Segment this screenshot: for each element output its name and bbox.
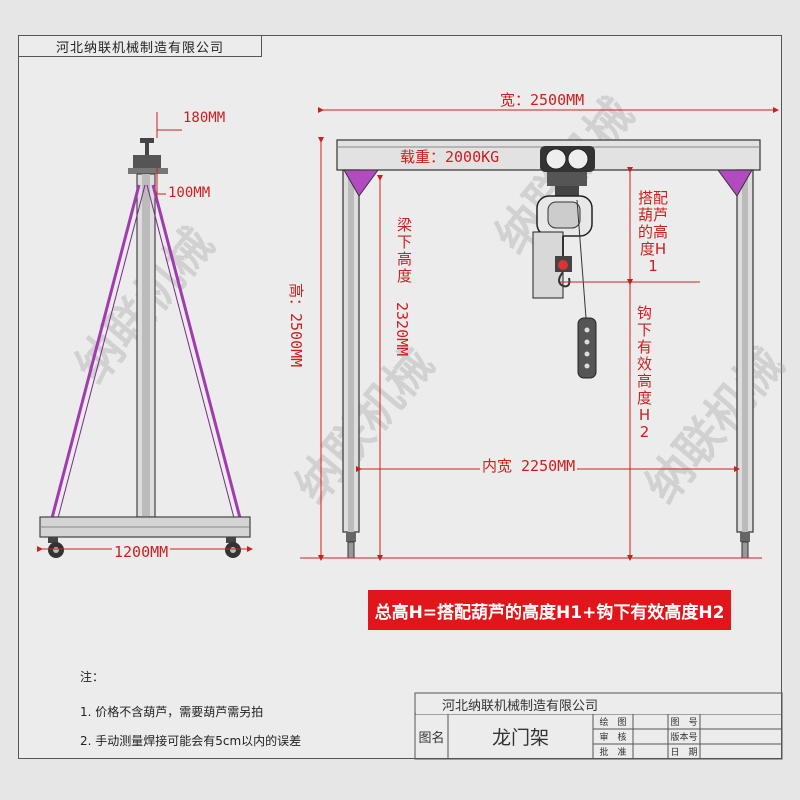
beam-height-value: 2320MM <box>393 302 411 357</box>
gusset-left <box>343 169 379 197</box>
height-label: 高：2500MM <box>287 283 305 368</box>
gusset-right <box>717 169 753 197</box>
title-block-name-label: 图名 <box>416 715 447 758</box>
title-block-row-label: 批 准 <box>594 745 632 758</box>
dim-label-base: 1200MM <box>112 543 171 561</box>
hoist <box>532 146 597 379</box>
title-block-row-label: 审 核 <box>594 730 632 743</box>
notes-title: 注： <box>80 670 105 684</box>
brace-right <box>151 184 242 519</box>
notes: 注： 1. 价格不含葫芦，需要葫芦需另拍 2. 手动测量焊接可能会有5cm以内的… <box>80 668 301 761</box>
dim-label-top: 180MM <box>183 110 226 126</box>
top-plate <box>140 138 154 143</box>
inner-width-label: 内宽 2250MM <box>480 455 578 476</box>
note-item: 1. 价格不含葫芦，需要葫芦需另拍 <box>80 705 264 719</box>
width-label: 宽：2500MM <box>500 91 585 109</box>
dim-label-mid: 100MM <box>168 185 211 201</box>
title-block-right-label: 版本号 <box>669 730 699 743</box>
title-block-name-value: 龙门架 <box>449 715 592 758</box>
title-block-lines <box>414 692 783 760</box>
load-label: 载重：2000KG <box>400 148 500 166</box>
top-clamp <box>133 155 161 168</box>
title-block-row-label: 绘 图 <box>594 715 632 728</box>
front-view <box>300 107 779 561</box>
hook-height-label: 钩下有效高度H2 <box>636 304 652 441</box>
brace-left <box>50 184 141 519</box>
side-view <box>37 112 253 558</box>
hoist-height-label: 搭配葫芦的高度H1 <box>637 189 668 275</box>
title-block-right-label: 图 号 <box>669 715 699 728</box>
note-item: 2. 手动测量焊接可能会有5cm以内的误差 <box>80 734 302 748</box>
title-block-company: 河北纳联机械制造有限公司 <box>416 694 781 714</box>
formula-banner: 总高H=搭配葫芦的高度H1+钩下有效高度H2 <box>368 590 731 630</box>
beam-height-label: 梁下高度 <box>396 216 412 285</box>
title-block-right-label: 日 期 <box>669 745 699 758</box>
company-header: 河北纳联机械制造有限公司 <box>18 35 262 57</box>
